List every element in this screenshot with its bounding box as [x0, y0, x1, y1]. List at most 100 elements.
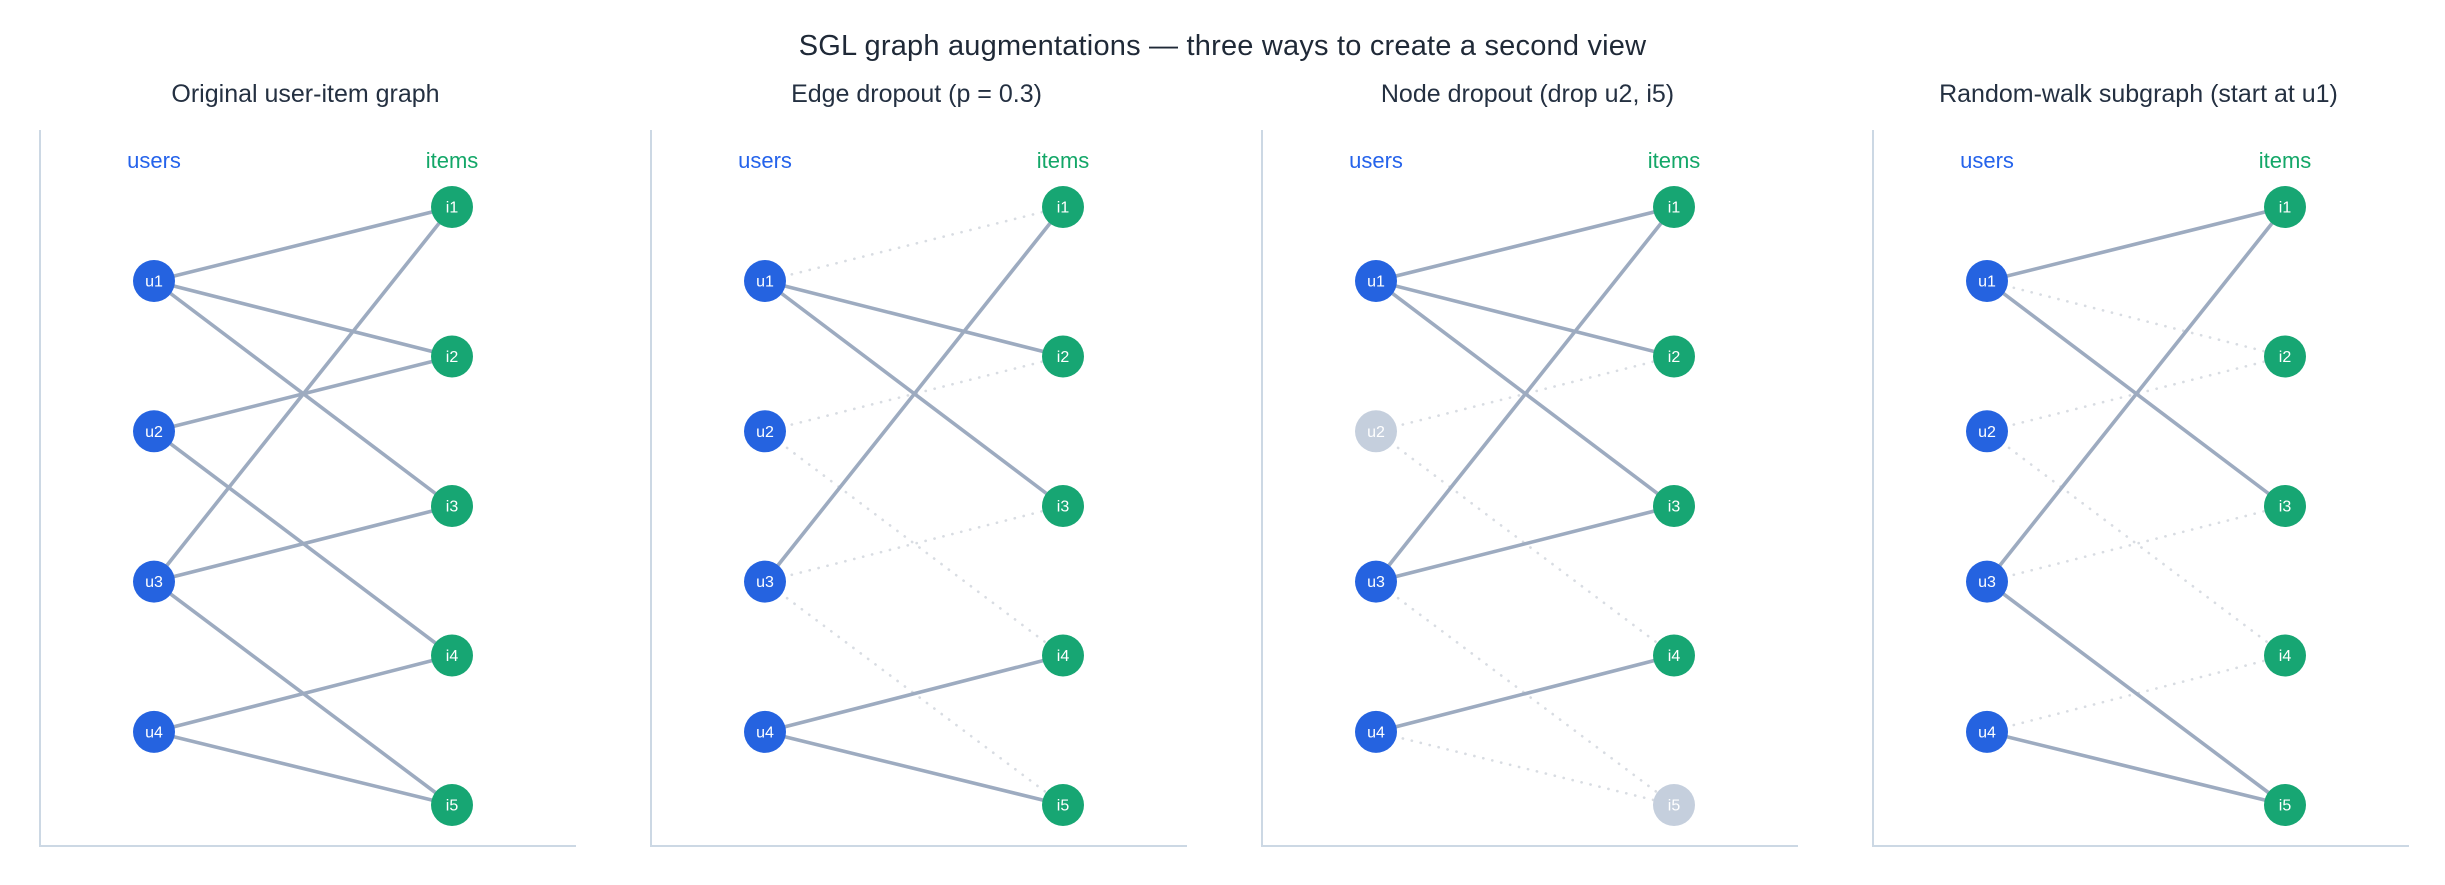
- edge-u1-i1: [1375, 205, 1675, 283]
- node-label-i4: i4: [446, 648, 459, 665]
- node-i4: [431, 634, 473, 677]
- node-label-i5: i5: [1057, 798, 1070, 815]
- node-label-u3: u3: [145, 574, 163, 591]
- node-u4: [744, 710, 786, 753]
- node-label-i2: i2: [1668, 349, 1681, 366]
- node-label-u2: u2: [1978, 424, 1996, 441]
- node-label-i5: i5: [1668, 798, 1681, 815]
- node-label-i3: i3: [1668, 499, 1681, 516]
- node-label-u1: u1: [1978, 274, 1996, 291]
- node-u2: [1966, 410, 2008, 453]
- users-column-label: users: [1349, 148, 1403, 173]
- edge-u4-i5: [764, 730, 1064, 807]
- node-u2: [133, 410, 175, 453]
- node-label-i1: i1: [1668, 200, 1681, 217]
- panel-caption-edge-dropout: Edge dropout (p = 0.3): [791, 80, 1042, 108]
- node-u2-dropped: [1355, 410, 1397, 453]
- edge-u4-i5-dropped: [1374, 730, 1676, 807]
- node-u1: [133, 260, 175, 302]
- node-label-i3: i3: [1057, 499, 1070, 516]
- users-column-label: users: [1960, 148, 2014, 173]
- panel-random-walk: Random-walk subgraph (start at u1) users…: [1833, 0, 2444, 885]
- node-u1: [744, 260, 786, 302]
- items-column-label: items: [2259, 148, 2312, 173]
- edge-u3-i3: [1375, 504, 1675, 584]
- edge-u2-i4-dropped: [1985, 429, 2287, 657]
- users-column-label: users: [127, 148, 181, 173]
- node-label-u4: u4: [756, 725, 774, 742]
- edge-u2-i4-dropped: [763, 429, 1065, 657]
- node-label-i4: i4: [1668, 648, 1681, 665]
- node-label-u4: u4: [145, 725, 163, 742]
- node-label-u3: u3: [756, 574, 774, 591]
- node-i5-dropped: [1653, 784, 1695, 826]
- node-label-u1: u1: [1367, 274, 1385, 291]
- edge-u3-i1: [152, 205, 454, 583]
- node-label-i1: i1: [1057, 200, 1070, 217]
- node-label-i4: i4: [1057, 648, 1070, 665]
- node-label-u4: u4: [1367, 725, 1385, 742]
- users-column-label: users: [738, 148, 792, 173]
- panel-caption-original: Original user-item graph: [171, 80, 440, 108]
- edge-u3-i1: [1985, 205, 2287, 583]
- edge-u4-i5: [1986, 730, 2286, 807]
- edge-u3-i1: [763, 205, 1065, 583]
- edge-u4-i4: [764, 653, 1064, 734]
- panel-spines: [1261, 130, 1798, 847]
- node-i1: [1042, 186, 1084, 228]
- node-i4: [2264, 634, 2306, 677]
- edge-u4-i5: [153, 730, 453, 807]
- node-i1: [431, 186, 473, 228]
- node-label-u1: u1: [756, 274, 774, 291]
- node-i1: [1653, 186, 1695, 228]
- node-i5: [1042, 784, 1084, 826]
- edge-u3-i1: [1374, 205, 1676, 583]
- node-i5: [431, 784, 473, 826]
- node-label-i5: i5: [2279, 798, 2292, 815]
- node-i4: [1042, 634, 1084, 677]
- node-u4: [1966, 710, 2008, 753]
- edge-u1-i2: [1375, 279, 1675, 359]
- items-column-label: items: [1037, 148, 1090, 173]
- node-i2: [1653, 335, 1695, 378]
- panel-spines: [1872, 130, 2409, 847]
- node-label-u2: u2: [1367, 424, 1385, 441]
- items-column-label: items: [1648, 148, 1701, 173]
- node-i2: [1042, 335, 1084, 378]
- figure-title: SGL graph augmentations — three ways to …: [798, 30, 1647, 62]
- node-i1: [2264, 186, 2306, 228]
- edge-u1-i2: [764, 279, 1064, 359]
- panel-caption-node-dropout: Node dropout (drop u2, i5): [1380, 80, 1675, 108]
- edge-u3-i3-dropped: [1985, 504, 2287, 583]
- node-label-i2: i2: [446, 349, 459, 366]
- node-i2: [2264, 335, 2306, 378]
- node-i5: [2264, 784, 2306, 826]
- node-label-i3: i3: [2279, 499, 2292, 516]
- node-i3: [1042, 485, 1084, 527]
- panel-spines: [650, 130, 1187, 847]
- edge-u4-i4-dropped: [1985, 654, 2287, 734]
- edge-u1-i1-dropped: [763, 205, 1065, 283]
- node-label-u4: u4: [1978, 725, 1996, 742]
- node-label-i1: i1: [446, 200, 459, 217]
- edge-u1-i1: [153, 205, 453, 283]
- node-u1: [1966, 260, 2008, 302]
- node-label-i2: i2: [2279, 349, 2292, 366]
- edge-u1-i2-dropped: [1985, 279, 2287, 358]
- node-i4: [1653, 634, 1695, 677]
- node-i3: [2264, 485, 2306, 527]
- edge-u3-i3: [153, 504, 453, 584]
- node-label-i3: i3: [446, 499, 459, 516]
- node-u2: [744, 410, 786, 453]
- node-label-u1: u1: [145, 274, 163, 291]
- node-label-i1: i1: [2279, 200, 2292, 217]
- edge-u1-i2: [153, 279, 453, 359]
- node-label-i5: i5: [446, 798, 459, 815]
- node-u4: [1355, 710, 1397, 753]
